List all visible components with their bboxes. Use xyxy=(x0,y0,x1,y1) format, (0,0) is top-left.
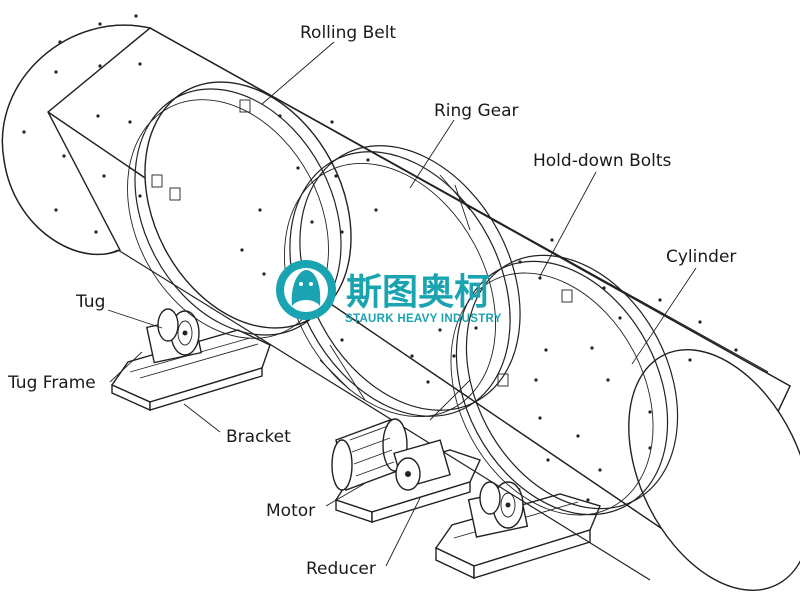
leader-cylinder xyxy=(631,267,697,365)
label-cylinder: Cylinder xyxy=(666,247,736,267)
leader-lines xyxy=(107,41,697,567)
leader-tug-frame xyxy=(109,351,143,383)
leader-ring-gear xyxy=(409,119,455,189)
leader-hold-down-bolts xyxy=(539,171,597,277)
label-tug-frame: Tug Frame xyxy=(7,373,96,393)
right-rolling-belt xyxy=(450,254,679,516)
left-bracket xyxy=(110,329,271,412)
label-motor: Motor xyxy=(266,501,315,521)
watermark-chinese: 斯图奥柯 xyxy=(346,272,490,313)
leader-tug xyxy=(107,309,163,329)
right-bracket xyxy=(434,493,601,580)
leader-reducer xyxy=(385,497,421,567)
watermark-english: STAURK HEAVY INDUSTRY xyxy=(345,313,502,325)
reducer xyxy=(393,439,451,491)
label-reducer: Reducer xyxy=(306,559,376,579)
motor xyxy=(331,418,408,491)
label-hold-down-bolts: Hold-down Bolts xyxy=(533,151,672,171)
leader-rolling-belt xyxy=(261,41,335,105)
watermark: 斯图奥柯 STAURK HEAVY INDUSTRY xyxy=(276,260,502,325)
leader-bracket xyxy=(183,403,221,433)
right-tug xyxy=(467,481,529,538)
cylinder-bolts xyxy=(22,14,738,502)
label-tug: Tug xyxy=(75,292,105,312)
leader-motor xyxy=(325,483,365,507)
label-ring-gear: Ring Gear xyxy=(434,101,519,121)
label-bracket: Bracket xyxy=(226,427,291,447)
label-rolling-belt: Rolling Belt xyxy=(300,23,396,43)
left-tug xyxy=(145,308,203,364)
